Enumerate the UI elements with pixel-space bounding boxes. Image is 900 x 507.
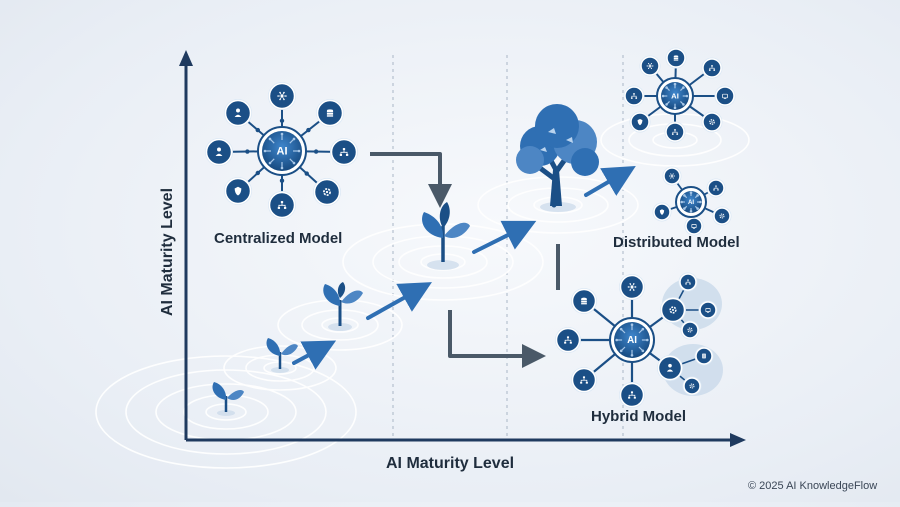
axes xyxy=(179,50,746,447)
hybrid-subnode xyxy=(698,300,718,320)
distributed-node xyxy=(701,111,723,133)
hybrid-node xyxy=(657,355,683,381)
hybrid-network: AI xyxy=(555,272,723,408)
growth-arrow xyxy=(472,220,537,254)
distributed-node xyxy=(701,57,723,79)
link-dot xyxy=(255,127,260,133)
distributed-node xyxy=(712,206,732,226)
hub-ai-text: AI xyxy=(688,200,694,206)
hybrid-node xyxy=(571,367,597,393)
centralized-node xyxy=(224,99,252,127)
growth-arrow xyxy=(366,282,432,320)
sprout-4 xyxy=(422,202,470,262)
sprout-shadows xyxy=(217,202,576,416)
hybrid-subnode xyxy=(694,346,714,366)
sprout-2 xyxy=(266,338,298,369)
sprout-3 xyxy=(323,282,363,326)
distributed-ai-subhub: AI xyxy=(675,186,707,218)
hybrid-node xyxy=(619,274,645,300)
hub-ai-text: AI xyxy=(671,92,679,101)
distributed-node xyxy=(714,85,736,107)
link-dot xyxy=(279,178,285,183)
hybrid-subnode xyxy=(680,320,700,340)
tree xyxy=(516,104,599,208)
centralized-node xyxy=(268,82,296,110)
distributed-node xyxy=(706,178,726,198)
link-dot xyxy=(313,149,319,154)
hybrid-node xyxy=(619,382,645,408)
distributed-node xyxy=(684,216,704,236)
centralized-network: AI xyxy=(205,82,358,219)
centralized-model-label: Centralized Model xyxy=(214,230,343,247)
centralized-node xyxy=(313,178,341,206)
hub-ai-text: AI xyxy=(627,335,637,346)
ripple-sprout-1 xyxy=(95,355,357,469)
distributed-node xyxy=(652,202,672,222)
distributed-node xyxy=(639,55,661,77)
distributed-ai-hub: AI xyxy=(656,77,694,115)
link-dot xyxy=(304,171,309,176)
link-dot xyxy=(255,170,260,176)
hybrid-subnode xyxy=(682,376,702,396)
centralized-node xyxy=(268,191,296,219)
hybrid-subnode xyxy=(678,272,698,292)
x-axis-label: AI Maturity Level xyxy=(386,455,515,472)
centralized-ai-hub: AI xyxy=(257,126,307,176)
distributed-node xyxy=(665,47,687,69)
connector-hybrid xyxy=(448,310,546,368)
connector-centralized xyxy=(370,152,452,208)
distributed-node xyxy=(664,121,686,143)
link-dot xyxy=(279,118,285,123)
hybrid-node xyxy=(660,297,686,323)
copyright: © 2025 AI KnowledgeFlow xyxy=(748,480,878,492)
link-dot xyxy=(245,149,250,154)
x-axis-arrowhead xyxy=(730,433,746,447)
link-dot xyxy=(306,127,311,133)
growth-arrows xyxy=(292,165,636,370)
centralized-node xyxy=(330,138,358,166)
centralized-node xyxy=(316,99,344,127)
hybrid-model-label: Hybrid Model xyxy=(591,408,687,425)
sprout-1 xyxy=(212,382,244,412)
hybrid-ai-hub: AI xyxy=(609,317,655,363)
hub-ai-text: AI xyxy=(277,146,288,158)
distributed-node xyxy=(629,111,651,133)
centralized-node xyxy=(224,177,252,205)
growth-arrow xyxy=(584,165,636,197)
y-axis-arrowhead xyxy=(179,50,193,66)
distributed-model-label: Distributed Model xyxy=(613,234,740,251)
distributed-node xyxy=(623,85,645,107)
distributed-node xyxy=(662,166,682,186)
distributed-network: AI AI xyxy=(623,47,736,236)
hybrid-node xyxy=(571,288,597,314)
y-axis-label: AI Maturity Level xyxy=(159,187,176,317)
connectors xyxy=(370,152,560,368)
hybrid-node xyxy=(555,327,581,353)
growth-arrow xyxy=(292,340,337,370)
centralized-node xyxy=(205,138,233,166)
